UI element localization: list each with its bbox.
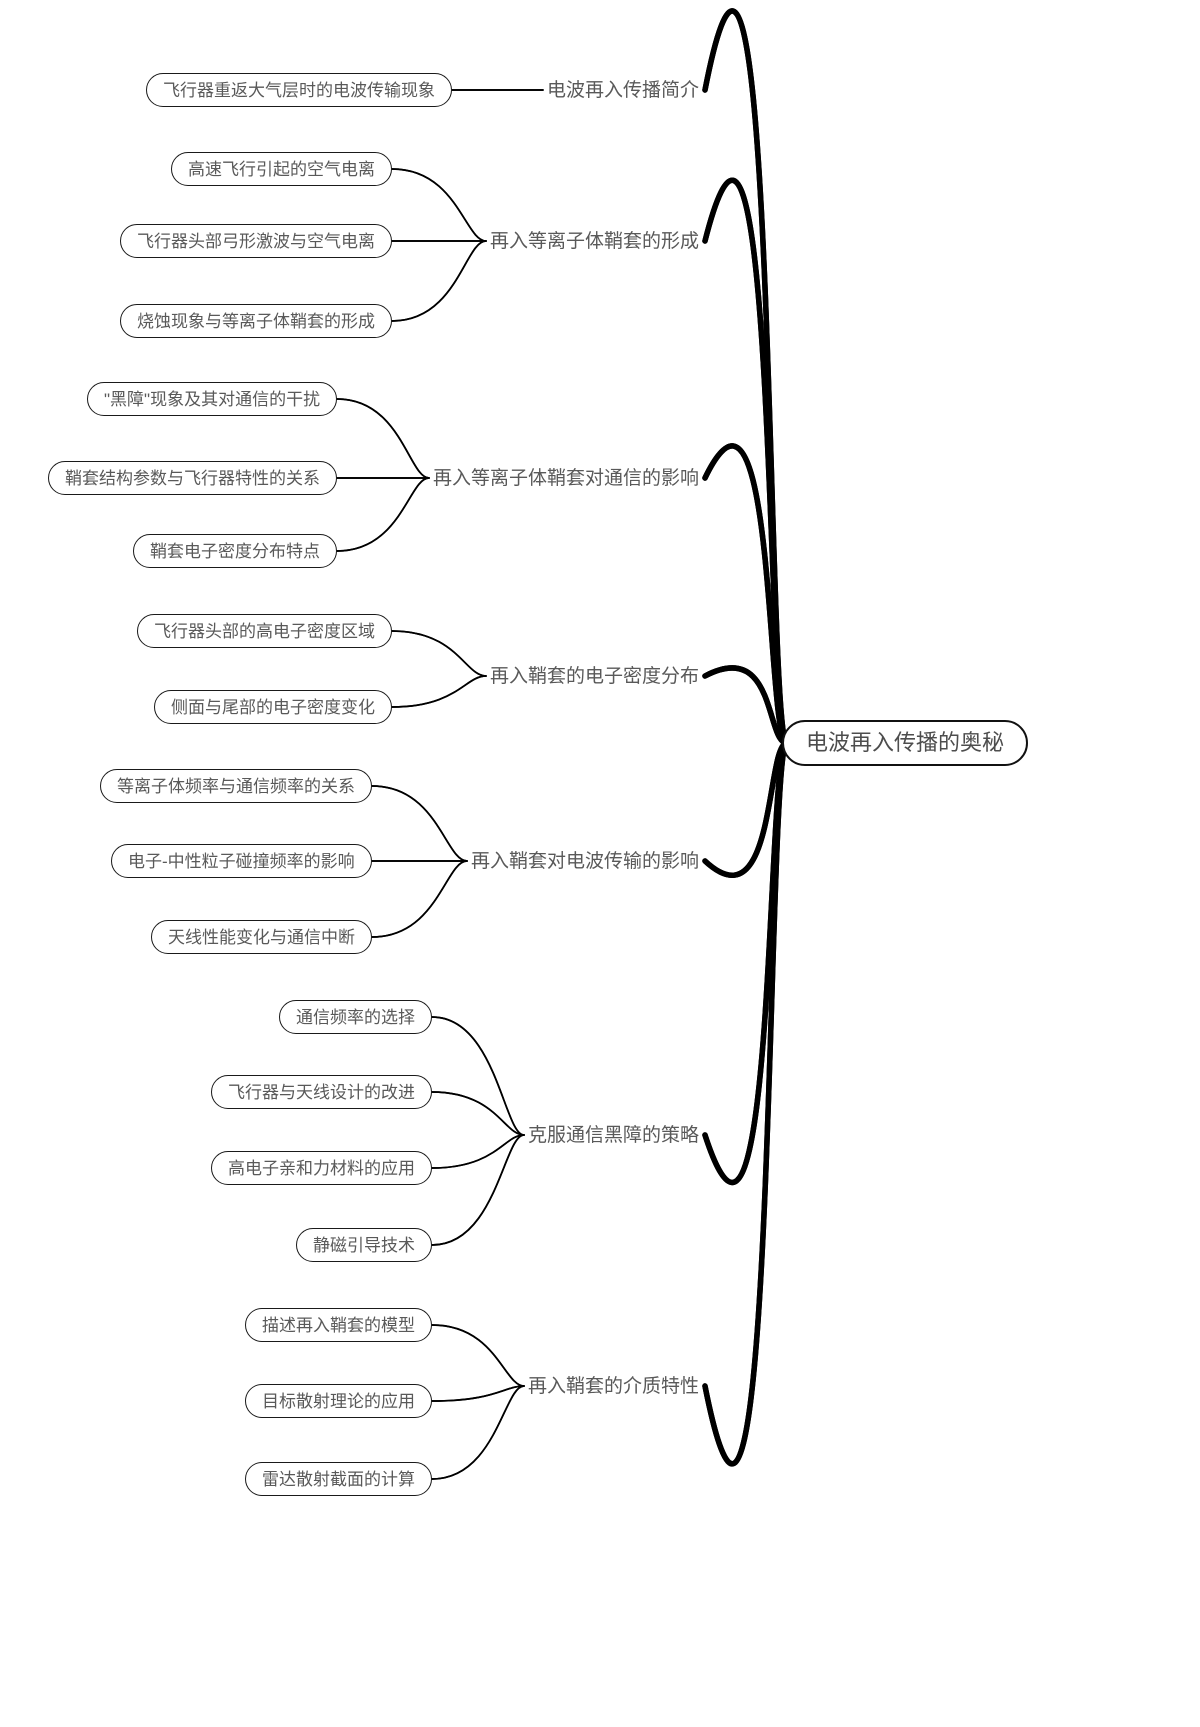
leaf-node-6-4[interactable]: 静磁引导技术 — [296, 1228, 432, 1262]
leaf-node-1-1[interactable]: 飞行器重返大气层时的电波传输现象 — [146, 73, 452, 107]
leaf-node-4-1[interactable]: 飞行器头部的高电子密度区域 — [137, 614, 392, 648]
child-link-6-3 — [431, 1134, 525, 1169]
trunk-link-5 — [702, 740, 789, 878]
child-link-6-2 — [431, 1091, 525, 1136]
trunk-link-2 — [702, 177, 789, 746]
child-link-7-2 — [431, 1385, 525, 1402]
child-link-6-2 — [431, 1091, 525, 1136]
child-link-2-3 — [391, 240, 487, 322]
child-link-2-1 — [391, 168, 487, 242]
child-link-3-1 — [336, 398, 430, 479]
leaf-node-2-3[interactable]: 烧蚀现象与等离子体鞘套的形成 — [120, 304, 392, 338]
leaf-node-3-1[interactable]: "黑障"现象及其对通信的干扰 — [87, 382, 338, 416]
child-link-6-1 — [431, 1016, 525, 1136]
leaf-node-4-2[interactable]: 侧面与尾部的电子密度变化 — [154, 690, 392, 724]
branch-node-5[interactable]: 再入鞘套对电波传输的影响 — [471, 850, 700, 872]
branch-node-1[interactable]: 电波再入传播简介 — [547, 79, 700, 101]
leaf-node-7-3[interactable]: 雷达散射截面的计算 — [245, 1462, 432, 1496]
leaf-node-6-3[interactable]: 高电子亲和力材料的应用 — [211, 1151, 432, 1185]
leaf-node-2-2[interactable]: 飞行器头部弓形激波与空气电离 — [120, 224, 392, 258]
leaf-node-7-2[interactable]: 目标散射理论的应用 — [245, 1384, 432, 1418]
leaf-node-3-2[interactable]: 鞘套结构参数与飞行器特性的关系 — [48, 461, 337, 495]
child-link-6-4 — [431, 1134, 525, 1246]
child-link-4-1 — [391, 630, 487, 677]
child-link-5-1 — [371, 785, 468, 862]
child-link-3-3 — [336, 477, 430, 552]
trunk-link-1 — [702, 8, 789, 746]
child-link-4-2 — [391, 675, 487, 708]
child-link-5-3 — [371, 860, 468, 938]
child-link-7-1 — [431, 1324, 525, 1387]
leaf-node-2-1[interactable]: 高速飞行引起的空气电离 — [171, 152, 392, 186]
leaf-node-6-2[interactable]: 飞行器与天线设计的改进 — [211, 1075, 432, 1109]
trunk-link-1 — [702, 8, 789, 746]
leaf-node-7-1[interactable]: 描述再入鞘套的模型 — [245, 1308, 432, 1342]
child-link-7-2 — [431, 1385, 525, 1402]
child-link-5-1 — [371, 785, 468, 862]
trunk-link-6 — [702, 740, 789, 1185]
leaf-node-5-2[interactable]: 电子-中性粒子碰撞频率的影响 — [111, 844, 372, 878]
trunk-link-2 — [702, 177, 789, 746]
leaf-node-3-3[interactable]: 鞘套电子密度分布特点 — [133, 534, 337, 568]
child-link-6-1 — [431, 1016, 525, 1136]
leaf-node-5-1[interactable]: 等离子体频率与通信频率的关系 — [100, 769, 372, 803]
child-link-3-3 — [336, 477, 430, 552]
child-link-7-1 — [431, 1324, 525, 1387]
child-link-4-2 — [391, 675, 487, 708]
trunk-link-5 — [702, 740, 789, 878]
child-link-4-1 — [391, 630, 487, 677]
child-link-3-1 — [336, 398, 430, 479]
trunk-link-7 — [702, 740, 789, 1467]
trunk-link-6 — [702, 740, 789, 1185]
branch-node-6[interactable]: 克服通信黑障的策略 — [528, 1124, 700, 1146]
trunk-link-3 — [702, 443, 789, 746]
child-link-5-3 — [371, 860, 468, 938]
branch-node-7[interactable]: 再入鞘套的介质特性 — [528, 1375, 700, 1397]
child-link-6-4 — [431, 1134, 525, 1246]
trunk-link-4 — [702, 665, 789, 746]
child-link-7-3 — [431, 1385, 525, 1480]
branch-node-2[interactable]: 再入等离子体鞘套的形成 — [490, 230, 700, 252]
trunk-link-4 — [702, 665, 789, 746]
child-link-7-3 — [431, 1385, 525, 1480]
trunk-link-3 — [702, 443, 789, 746]
leaf-node-5-3[interactable]: 天线性能变化与通信中断 — [151, 920, 372, 954]
branch-node-4[interactable]: 再入鞘套的电子密度分布 — [490, 665, 700, 687]
root-node[interactable]: 电波再入传播的奥秘 — [782, 720, 1029, 766]
child-link-2-1 — [391, 168, 487, 242]
child-link-6-3 — [431, 1134, 525, 1169]
branch-node-3[interactable]: 再入等离子体鞘套对通信的影响 — [433, 467, 700, 489]
child-link-2-3 — [391, 240, 487, 322]
trunk-link-7 — [702, 740, 789, 1467]
leaf-node-6-1[interactable]: 通信频率的选择 — [279, 1000, 432, 1034]
